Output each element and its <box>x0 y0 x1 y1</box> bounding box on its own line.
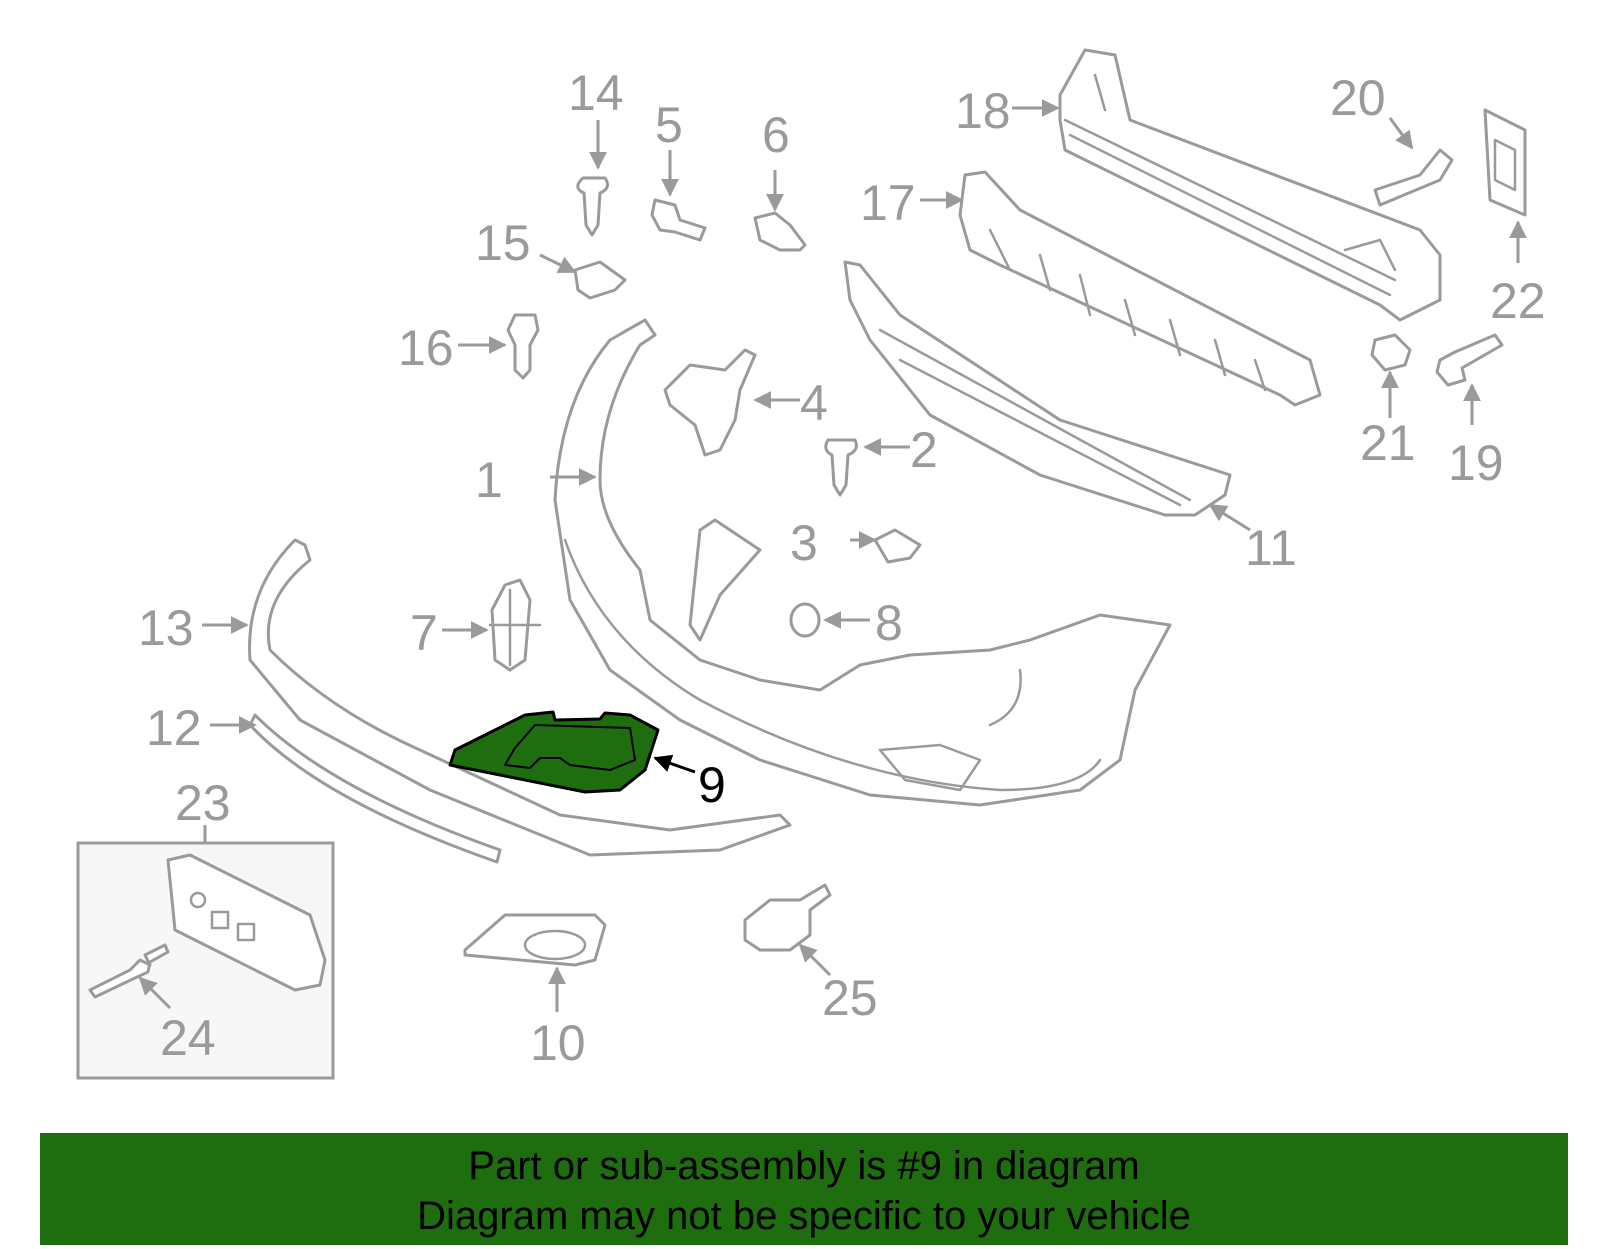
part-13-lip-strip <box>248 538 792 857</box>
part-9-highlighted <box>448 710 660 794</box>
callout-23: 23 <box>175 775 231 831</box>
callout-17: 17 <box>860 175 916 231</box>
callout-20: 20 <box>1330 70 1386 126</box>
callout-16: 16 <box>398 320 454 376</box>
callout-15: 15 <box>475 215 531 271</box>
part-3-clip <box>873 528 922 564</box>
callout-18: 18 <box>955 83 1011 139</box>
callout-10: 10 <box>530 1015 586 1071</box>
part-21-nut <box>1370 333 1412 372</box>
callout-22: 22 <box>1490 273 1546 329</box>
callout-5: 5 <box>655 97 683 153</box>
part-12-trim-strip <box>248 713 502 864</box>
callout-19: 19 <box>1448 435 1504 491</box>
callout-3: 3 <box>790 515 818 571</box>
part-18-reinforcement-beam <box>1058 48 1442 322</box>
part-19-bolt <box>1435 333 1504 387</box>
part-center-bracket <box>688 518 762 642</box>
part-16-push-pin <box>506 313 540 380</box>
callout-14: 14 <box>568 65 624 121</box>
callout-21: 21 <box>1360 415 1416 471</box>
part-1-bumper-cover <box>553 318 1172 807</box>
info-banner: Part or sub-assembly is #9 in diagram Di… <box>40 1133 1568 1245</box>
callout-9: 9 <box>698 757 726 813</box>
part-15-clip <box>573 260 627 300</box>
banner-line-2: Diagram may not be specific to your vehi… <box>417 1194 1191 1238</box>
part-22-plate <box>1483 108 1527 217</box>
callout-25: 25 <box>822 970 878 1026</box>
callout-1: 1 <box>475 452 503 508</box>
banner-line-1: Part or sub-assembly is #9 in diagram <box>468 1144 1140 1188</box>
part-25-sensor <box>743 883 832 952</box>
part-10-fog-lamp-bezel <box>463 913 607 967</box>
callout-4: 4 <box>800 375 828 431</box>
callout-7: 7 <box>410 605 438 661</box>
callout-11: 11 <box>1245 520 1297 576</box>
callout-12: 12 <box>146 700 202 756</box>
part-7-emblem <box>488 578 542 672</box>
box-23 <box>76 841 335 1080</box>
callout-6: 6 <box>762 107 790 163</box>
part-11-lower-grille <box>843 260 1232 517</box>
part-5-bolt <box>650 198 707 242</box>
part-20-stud <box>1373 148 1454 207</box>
callout-arrows <box>138 99 1527 1012</box>
part-17-energy-absorber <box>958 170 1322 407</box>
callout-labels: 14 5 6 15 16 1 2 4 3 8 7 13 12 11 17 18 … <box>138 65 1546 1071</box>
part-6-screw <box>753 211 807 252</box>
callout-13: 13 <box>138 600 194 656</box>
callout-24: 24 <box>160 1010 216 1066</box>
callout-8: 8 <box>875 595 903 651</box>
part-8-washer <box>789 602 821 638</box>
part-2-push-pin <box>824 438 858 497</box>
callout-2: 2 <box>910 422 938 478</box>
part-14-push-pin <box>576 176 610 237</box>
part-4-bracket <box>663 348 757 457</box>
